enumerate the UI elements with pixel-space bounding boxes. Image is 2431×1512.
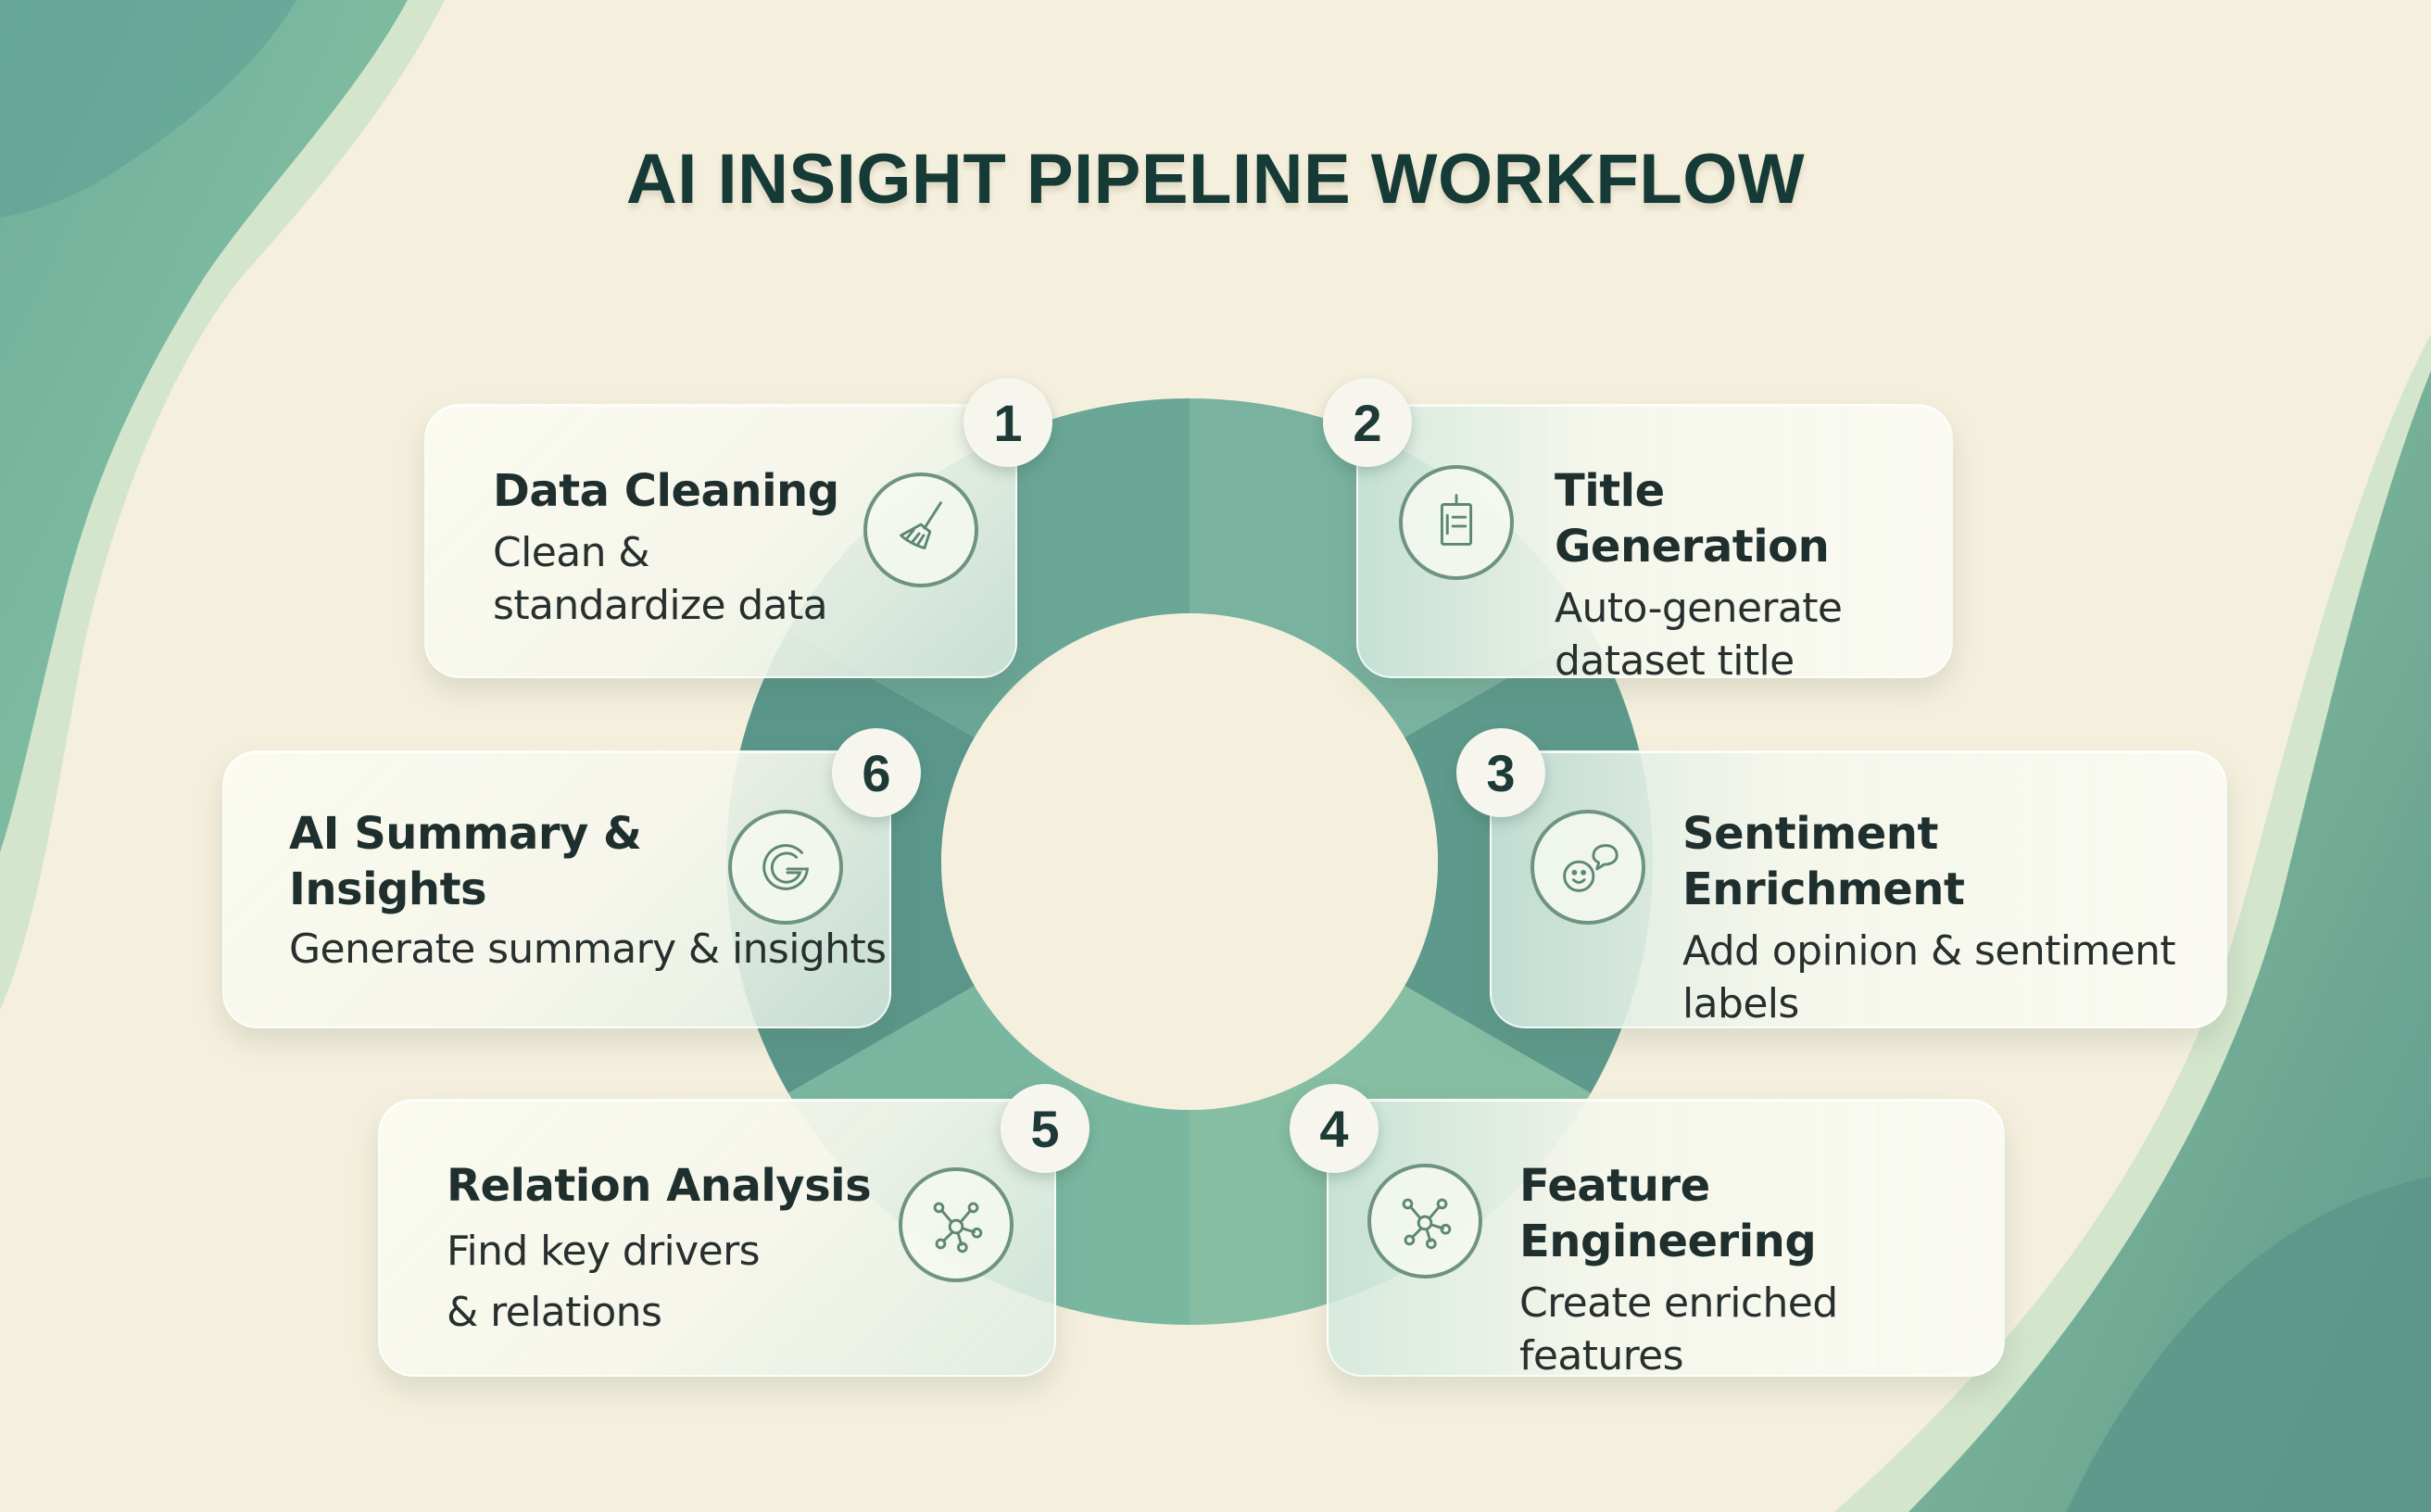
page-title: AI INSIGHT PIPELINE WORKFLOW [625,140,1806,219]
step-card-ai-summary-insights[interactable]: AI Summary & Insights Generate summary &… [222,750,891,1028]
step-card-sentiment-enrichment[interactable]: Sentiment Enrichment Add opinion & senti… [1490,750,2227,1028]
step-description: Auto-generate dataset title [1555,585,1843,686]
wave-top-left-dark [0,0,296,218]
step-card-feature-engineering[interactable]: Feature Engineering Create enriched feat… [1327,1099,2005,1380]
step-description: Create enriched features [1519,1279,1838,1380]
step-description: Add opinion & sentiment labels [1682,927,2176,1028]
step-icon-circle [1399,465,1514,580]
step-heading: Sentiment Enrichment [1682,808,1965,915]
step-heading: Data Cleaning [493,465,839,517]
step-number-badge-4: 4 [1290,1084,1379,1173]
step-number-badge-3: 3 [1456,728,1545,817]
step-description: Find key drivers & relations [447,1228,761,1336]
step-number-badge-6: 6 [832,728,921,817]
network-nodes-icon [1402,1198,1452,1250]
step-card-relation-analysis[interactable]: Relation Analysis Find key drivers & rel… [378,1099,1056,1377]
step-heading: Feature Engineering [1519,1160,1817,1267]
step-description: Generate summary & insights [289,926,887,973]
wave-right [1908,371,2431,1512]
step-icon-circle [899,1167,1014,1282]
wave-top-left [0,0,408,852]
step-icon-circle [863,472,978,587]
step-number-badge-1: 1 [964,378,1052,467]
smiley-speech-bubble-icon [1563,844,1619,892]
step-heading: Relation Analysis [447,1160,872,1212]
step-icon-circle [728,810,843,925]
step-heading: Title Generation [1555,465,1830,573]
step-card-data-cleaning[interactable]: Data Cleaning Clean & standardize data [424,404,1017,678]
step-heading: AI Summary & Insights [289,808,642,915]
step-card-title-generation[interactable]: Title Generation Auto-generate dataset t… [1356,404,1953,685]
step-icon-circle [1367,1164,1482,1279]
ring-center [941,613,1438,1110]
network-nodes-icon [933,1202,983,1254]
step-description: Clean & standardize data [493,529,828,630]
step-number-badge-5: 5 [1001,1084,1090,1173]
wave-right-dark [2066,1177,2431,1512]
step-icon-circle [1530,810,1645,925]
g-letter-icon [762,844,809,890]
broom-icon [900,501,942,549]
document-title-icon [1440,494,1473,546]
step-number-badge-2: 2 [1323,378,1412,467]
